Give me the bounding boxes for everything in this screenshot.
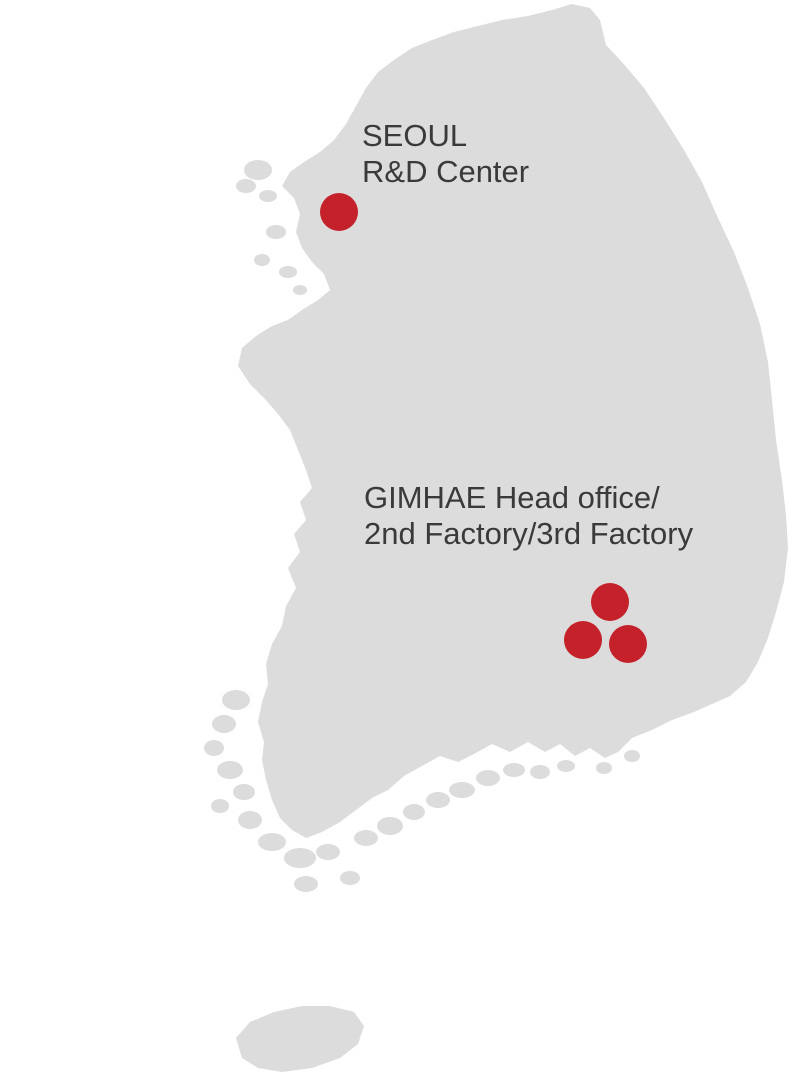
gimhae-label-line-2: 2nd Factory/3rd Factory [364, 516, 694, 551]
jeju-island-shape [236, 1006, 364, 1072]
location-markers [320, 193, 647, 663]
seoul-label-line-2: R&D Center [362, 154, 530, 189]
seoul-label-line-1: SEOUL [362, 118, 468, 153]
gimhae-label-line-1: GIMHAE Head office/ [364, 480, 660, 515]
gimhae-label: GIMHAE Head office/ 2nd Factory/3rd Fact… [364, 480, 693, 552]
mainland-shape [238, 4, 788, 838]
seoul-label: SEOUL R&D Center [362, 118, 529, 190]
seoul-marker[interactable] [320, 193, 358, 231]
gimhae-2nd-factory-marker[interactable] [564, 621, 602, 659]
west-islands [204, 160, 360, 892]
south-islands [354, 750, 640, 846]
gimhae-head-office-marker[interactable] [591, 583, 629, 621]
gimhae-3rd-factory-marker[interactable] [609, 625, 647, 663]
